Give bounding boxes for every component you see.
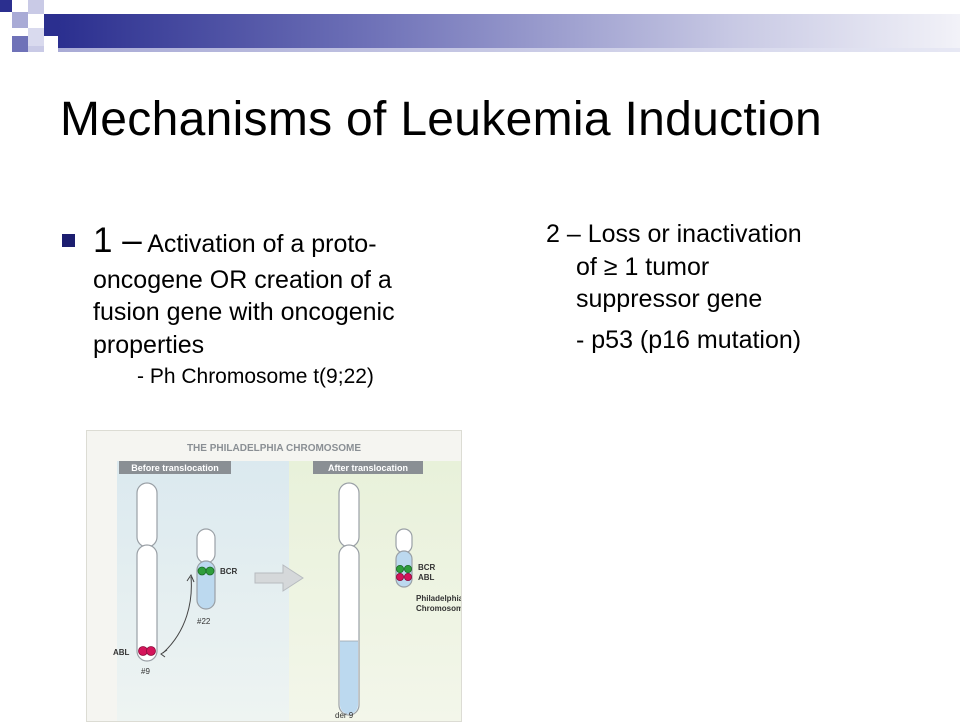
figure-title: THE PHILADELPHIA CHROMOSOME bbox=[187, 443, 361, 454]
header-gradient-bar bbox=[58, 14, 960, 48]
sub-item-ph-chromosome: - Ph Chromosome t(9;22) bbox=[137, 365, 374, 388]
right-item-line: 2 – Loss or inactivation bbox=[546, 220, 802, 248]
chromosome-der9 bbox=[338, 482, 360, 716]
bullet-item-1: 1 – Activation of a proto-oncogene OR cr… bbox=[60, 218, 460, 361]
bullet-number: 1 – bbox=[93, 221, 142, 260]
bcr-gene-icon bbox=[197, 566, 207, 576]
slide-title: Mechanisms of Leukemia Induction bbox=[60, 93, 822, 146]
chr9-label: #9 bbox=[141, 667, 150, 676]
decor-square-7 bbox=[12, 36, 28, 52]
chromosome-9 bbox=[136, 482, 158, 662]
philadelphia-chromosome-figure: THE PHILADELPHIA CHROMOSOME Before trans… bbox=[86, 430, 462, 722]
abl-gene-icon bbox=[146, 646, 156, 656]
square-bullet-icon bbox=[62, 234, 75, 247]
right-item-cont-2: suppressor gene bbox=[576, 285, 763, 313]
bcr-gene-icon bbox=[403, 564, 412, 573]
right-sub-item: - p53 (p16 mutation) bbox=[576, 325, 802, 354]
arrowhead-icon bbox=[160, 649, 168, 658]
philadelphia-label-line2: Chromosome bbox=[416, 604, 461, 613]
abl-gene-icon bbox=[395, 572, 404, 581]
before-label: Before translocation bbox=[131, 463, 219, 473]
after-panel bbox=[289, 461, 461, 721]
decor-square-1 bbox=[0, 0, 12, 12]
arrowhead-icon bbox=[186, 573, 195, 583]
bcr-after-label: BCR bbox=[418, 563, 436, 572]
decor-square-3 bbox=[12, 12, 28, 28]
decor-square-5 bbox=[44, 14, 58, 36]
before-header-band bbox=[119, 461, 231, 474]
bullet-text: Activation of a proto-oncogene OR creati… bbox=[93, 230, 395, 359]
exchange-arrow-icon bbox=[162, 576, 192, 654]
right-item-cont-1: of ≥ 1 tumor bbox=[576, 252, 710, 281]
abl-gene-icon bbox=[403, 572, 412, 581]
header-underline bbox=[58, 48, 960, 52]
philadelphia-label-line1: Philadelphia bbox=[416, 594, 461, 603]
translocation-arrow-icon bbox=[254, 564, 304, 592]
after-label: After translocation bbox=[328, 463, 408, 473]
decor-square-6 bbox=[28, 28, 44, 46]
after-header-band bbox=[313, 461, 423, 474]
right-column: 2 – Loss or inactivation of ≥ 1 tumor su… bbox=[546, 218, 946, 356]
chr22-label: #22 bbox=[197, 617, 211, 626]
decor-square-4 bbox=[28, 0, 44, 14]
left-column: 1 – Activation of a proto-oncogene OR cr… bbox=[60, 218, 460, 389]
bcr-gene-icon bbox=[395, 564, 404, 573]
der9-label: der 9 bbox=[335, 711, 354, 720]
abl-label: ABL bbox=[113, 648, 130, 657]
bcr-gene-icon bbox=[205, 566, 215, 576]
figure-svg: THE PHILADELPHIA CHROMOSOME Before trans… bbox=[113, 443, 461, 721]
decor-square-8 bbox=[28, 46, 44, 52]
bcr-label: BCR bbox=[220, 567, 238, 576]
abl-after-label: ABL bbox=[418, 573, 435, 582]
